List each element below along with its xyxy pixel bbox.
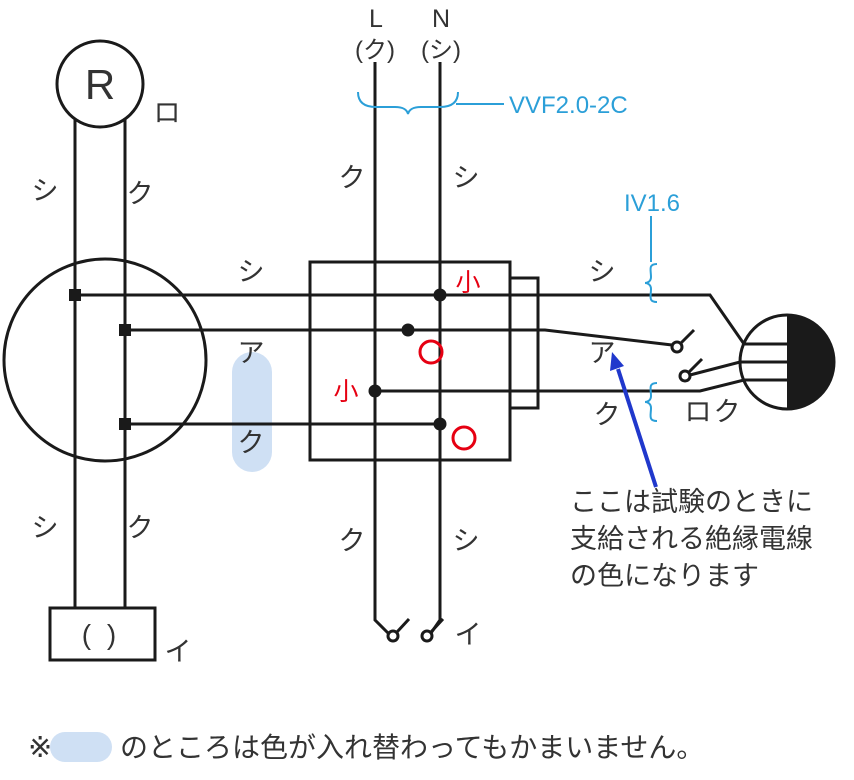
switch-right-contact-bottom bbox=[678, 369, 692, 383]
switch-right-blade-bottom bbox=[687, 357, 704, 374]
power-label-l: L bbox=[369, 5, 383, 33]
sleeve-small-label-top: 小 bbox=[455, 269, 480, 297]
annotation-arrow bbox=[610, 352, 658, 488]
bottom-device-circuit-label: イ bbox=[165, 637, 192, 667]
switch-right-contact-top bbox=[670, 340, 684, 354]
wire-white-run bbox=[75, 293, 787, 346]
ring-sleeve-marks bbox=[418, 339, 477, 451]
cable-spec-label: VVF2.0-2C bbox=[509, 92, 628, 119]
vvf-brace bbox=[357, 91, 459, 115]
switch-bottom-contact-left bbox=[386, 629, 400, 643]
wire-label-l-lower: ク bbox=[339, 526, 366, 556]
ring-sleeve-mark bbox=[418, 339, 444, 365]
switch-right-blade-top bbox=[679, 328, 696, 345]
switch-bottom-contact-right bbox=[420, 629, 434, 643]
power-color-l: (ク) bbox=[355, 37, 395, 64]
diagram-labels: L N (ク) (シ) VVF2.0-2C ク シ IV1.6 R ロ シ ク … bbox=[28, 5, 813, 764]
junction-points bbox=[69, 288, 447, 431]
iv-spec-label: IV1.6 bbox=[624, 190, 680, 217]
ring-sleeve-mark bbox=[451, 425, 477, 451]
wire-a-run bbox=[125, 328, 673, 347]
annotation-text-line3: の色になります bbox=[570, 561, 759, 591]
receptacle-symbol: R bbox=[85, 61, 115, 108]
wire-label-right-mid: ア bbox=[589, 338, 616, 368]
annotation-text-line2: 支給される絶縁電線 bbox=[570, 524, 813, 554]
switch-bottom-blade-right bbox=[429, 617, 445, 634]
wire-label-bottomleft-white: シ bbox=[32, 513, 59, 543]
wire-label-receptacle-white: シ bbox=[32, 176, 59, 206]
footnote-mark: ※ bbox=[28, 732, 52, 764]
annotation-arrow-head bbox=[610, 352, 624, 371]
wire-source-n bbox=[429, 62, 442, 634]
bottom-device-label: ( ) bbox=[82, 619, 120, 650]
color-swap-highlight bbox=[232, 352, 272, 472]
wire-label-n-lower: シ bbox=[453, 526, 480, 556]
wire-label-n-upper: シ bbox=[453, 163, 480, 193]
connection-box-extension bbox=[508, 276, 540, 410]
terminal-square bbox=[119, 418, 131, 430]
switch-right-wire-label: ク bbox=[714, 397, 741, 427]
switch-bottom-circuit-label: イ bbox=[455, 620, 482, 650]
right-device-fill bbox=[787, 315, 834, 409]
wire-label-bottomleft-black: ク bbox=[127, 513, 154, 543]
joint-box-circle bbox=[2, 257, 208, 463]
junction-dot bbox=[433, 288, 447, 302]
iv-brace-bottom bbox=[644, 382, 658, 422]
wire-label-left-top: シ bbox=[238, 257, 265, 287]
receptacle-circle bbox=[55, 39, 145, 129]
power-color-n: (シ) bbox=[421, 37, 461, 64]
wire-source-l bbox=[373, 62, 390, 635]
bottom-device-box bbox=[48, 606, 157, 662]
wire-switch-return bbox=[689, 360, 787, 377]
junction-dot bbox=[368, 384, 382, 398]
receptacle-circuit-label: ロ bbox=[154, 98, 181, 128]
wire-label-right-top: シ bbox=[589, 257, 616, 287]
switch-bottom-blade-left bbox=[395, 617, 411, 634]
iv-brace-top bbox=[644, 263, 658, 303]
wire-black-run bbox=[375, 378, 787, 393]
wiring-lines bbox=[2, 39, 836, 662]
wire-label-left-bottom: ク bbox=[238, 428, 265, 458]
wire-label-receptacle-black: ク bbox=[127, 179, 154, 209]
junction-dot bbox=[401, 323, 415, 337]
power-label-n: N bbox=[432, 5, 450, 33]
wire-label-left-mid: ア bbox=[238, 338, 265, 368]
junction-dot bbox=[433, 417, 447, 431]
annotation-arrow-shaft bbox=[616, 368, 658, 488]
terminal-square bbox=[119, 324, 131, 336]
wire-label-l-upper: ク bbox=[339, 163, 366, 193]
blue-annotations bbox=[357, 91, 658, 422]
footnote-highlight bbox=[50, 732, 112, 762]
footnote-text: のところは色が入れ替わってもかまいません。 bbox=[120, 732, 704, 763]
sleeve-small-label-mid: 小 bbox=[333, 378, 358, 406]
wire-label-right-bottom: ク bbox=[594, 400, 621, 430]
switch-right-circuit-label: ロ bbox=[685, 397, 712, 427]
terminal-square bbox=[69, 289, 81, 301]
annotation-text-line1: ここは試験のときに bbox=[570, 487, 813, 517]
